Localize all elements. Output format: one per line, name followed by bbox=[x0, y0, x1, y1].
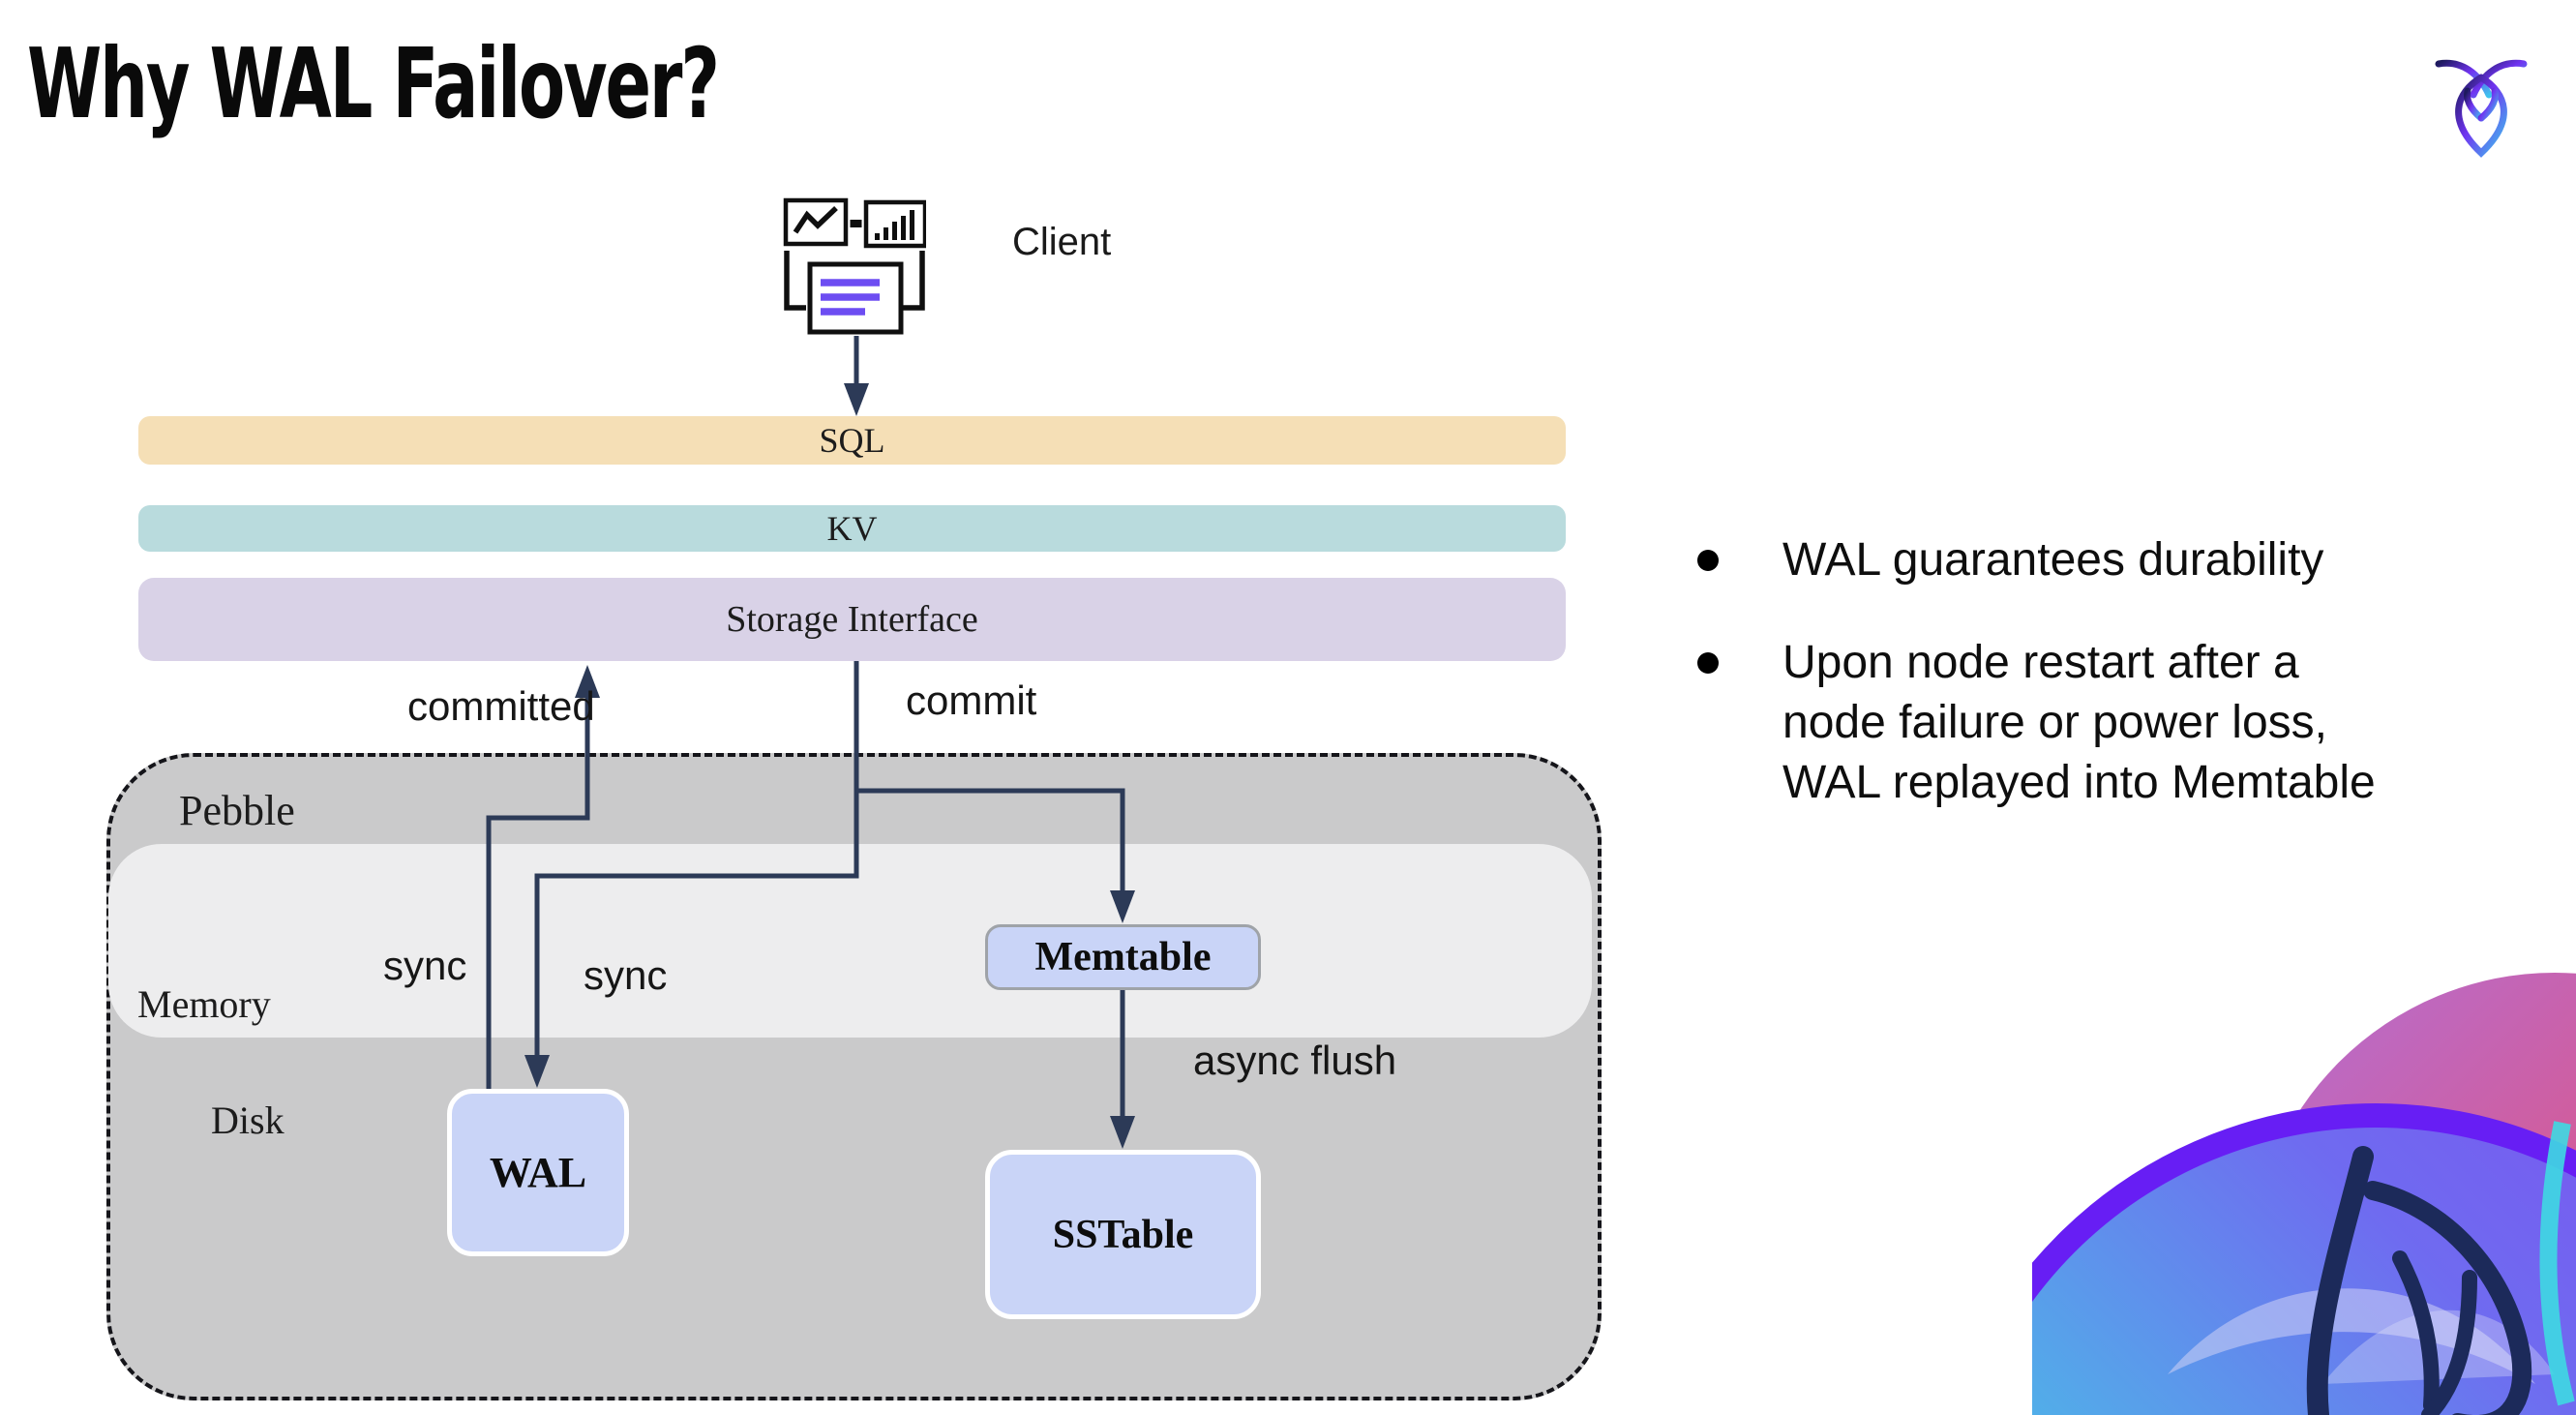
layer-storage-interface: Storage Interface bbox=[138, 578, 1566, 661]
node-sstable-label: SSTable bbox=[1052, 1212, 1194, 1257]
blue-petal-highlight bbox=[2168, 1288, 2535, 1384]
bullet-text: WAL guarantees durability bbox=[1782, 534, 2324, 586]
edge-label-commit: commit bbox=[906, 677, 1037, 723]
disk-label: Disk bbox=[211, 1099, 285, 1142]
cockroachdb-logo-icon bbox=[2435, 59, 2528, 158]
layer-kv: KV bbox=[138, 505, 1566, 552]
bar-chart-icon bbox=[863, 199, 926, 249]
memory-band bbox=[108, 844, 1592, 1038]
edge-label-sync-out: sync bbox=[383, 943, 467, 988]
layer-sql-label: SQL bbox=[819, 421, 885, 460]
edge-label-committed: committed bbox=[407, 683, 595, 729]
arrowhead-into-sql bbox=[844, 383, 869, 416]
layer-kv-label: KV bbox=[826, 509, 878, 548]
page-title: Why WAL Failover? bbox=[27, 27, 720, 140]
node-sstable: SSTable bbox=[985, 1150, 1261, 1319]
layer-storage-label: Storage Interface bbox=[726, 599, 978, 640]
client-label: Client bbox=[1012, 221, 1112, 263]
bullet-list: WAL guarantees durability Upon node rest… bbox=[1686, 530, 2557, 856]
bullet-item: WAL guarantees durability bbox=[1686, 530, 2557, 590]
node-wal-label: WAL bbox=[489, 1149, 587, 1196]
decorative-spheres-art bbox=[2032, 973, 2576, 1415]
bullet-dot-icon bbox=[1697, 550, 1719, 571]
node-wal: WAL bbox=[447, 1089, 629, 1256]
edge-label-async-flush: async flush bbox=[1193, 1038, 1397, 1083]
node-memtable-label: Memtable bbox=[1034, 935, 1212, 979]
purple-ring bbox=[2032, 1103, 2576, 1304]
blue-petal-highlight bbox=[2322, 1310, 2555, 1384]
cockroach-silhouette bbox=[2306, 1146, 2532, 1415]
document-icon bbox=[784, 251, 925, 335]
client-apps-icon bbox=[783, 197, 926, 335]
node-memtable: Memtable bbox=[985, 924, 1261, 990]
cyan-accent-arc bbox=[2539, 1121, 2575, 1406]
pebble-label: Pebble bbox=[179, 787, 295, 834]
bullet-item: Upon node restart after a node failure o… bbox=[1686, 633, 2557, 813]
layer-sql: SQL bbox=[138, 416, 1566, 465]
bullet-text: Upon node restart after a node failure o… bbox=[1782, 636, 2376, 808]
line-chart-icon bbox=[783, 197, 849, 247]
bullet-dot-icon bbox=[1697, 651, 1719, 674]
dash-connector bbox=[850, 220, 862, 227]
edge-label-sync-in: sync bbox=[584, 952, 668, 998]
memory-label: Memory bbox=[137, 982, 271, 1026]
